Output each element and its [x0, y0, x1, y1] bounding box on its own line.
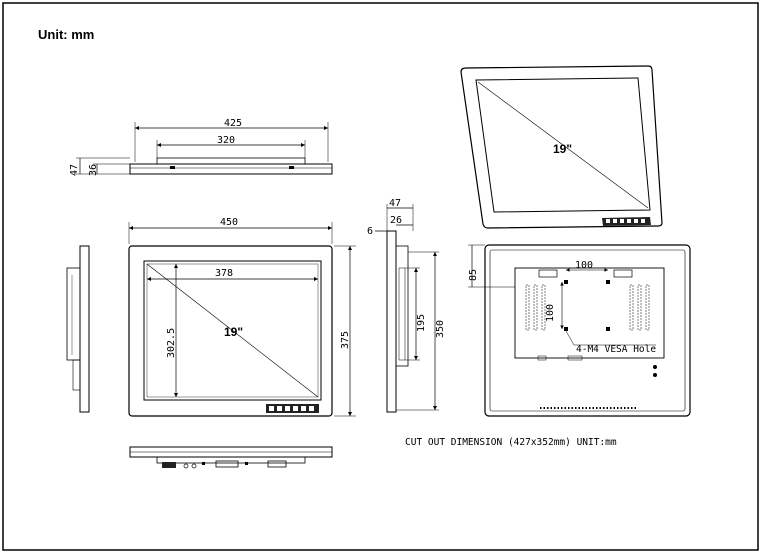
- back-vent-left: [525, 284, 546, 331]
- bottom-view: [129, 446, 333, 469]
- front-screen-width-label: 378: [215, 268, 233, 279]
- top-depth-total-label: 47: [69, 164, 80, 176]
- drawing-border: [2, 2, 759, 551]
- back-housing: [484, 244, 691, 417]
- front-screen-size-label: 19": [224, 325, 243, 339]
- front-bezel: [128, 245, 333, 417]
- back-top-offset-label: 85: [468, 269, 479, 281]
- front-screen: [143, 260, 322, 401]
- front-width-label: 450: [220, 217, 238, 228]
- side-inner-height-label: 195: [416, 314, 427, 332]
- top-depth-inner-label: 36: [88, 164, 99, 176]
- unit-title: Unit: mm: [38, 27, 95, 42]
- back-vesa-height-label: 100: [545, 304, 556, 322]
- front-screen-height-label: 302.5: [166, 328, 177, 358]
- top-width-label: 425: [224, 118, 242, 129]
- cutout-note: CUT OUT DIMENSION (427x352mm) UNIT:mm: [405, 437, 617, 448]
- side-bezel-label: 6: [367, 226, 373, 237]
- perspective-control-buttons: [602, 217, 651, 226]
- front-height-label: 375: [340, 331, 351, 349]
- side-depth-total-label: 47: [389, 198, 401, 209]
- side-outer-height-label: 350: [435, 320, 446, 338]
- back-vent-right: [629, 284, 650, 331]
- perspective-view: 19": [460, 65, 663, 229]
- back-view: 100 100 4-M4 VESA Hole 85: [468, 244, 691, 417]
- right-side-view: 47 26 6 195 350: [367, 198, 446, 413]
- front-view: 19" 450 378 302.5 375: [128, 217, 356, 417]
- top-inner-width-label: 320: [217, 135, 235, 146]
- back-vesa-plate: [514, 267, 665, 359]
- back-vesa-width-label: 100: [575, 260, 593, 271]
- side-depth-inner-label: 26: [390, 215, 402, 226]
- top-view: 425 320 47 36: [69, 118, 333, 176]
- left-side-view: [66, 245, 90, 413]
- perspective-screen-size-label: 19": [553, 142, 572, 156]
- back-vesa-note: 4-M4 VESA Hole: [576, 344, 656, 355]
- top-view-body: [129, 163, 333, 175]
- front-control-buttons: [266, 404, 319, 413]
